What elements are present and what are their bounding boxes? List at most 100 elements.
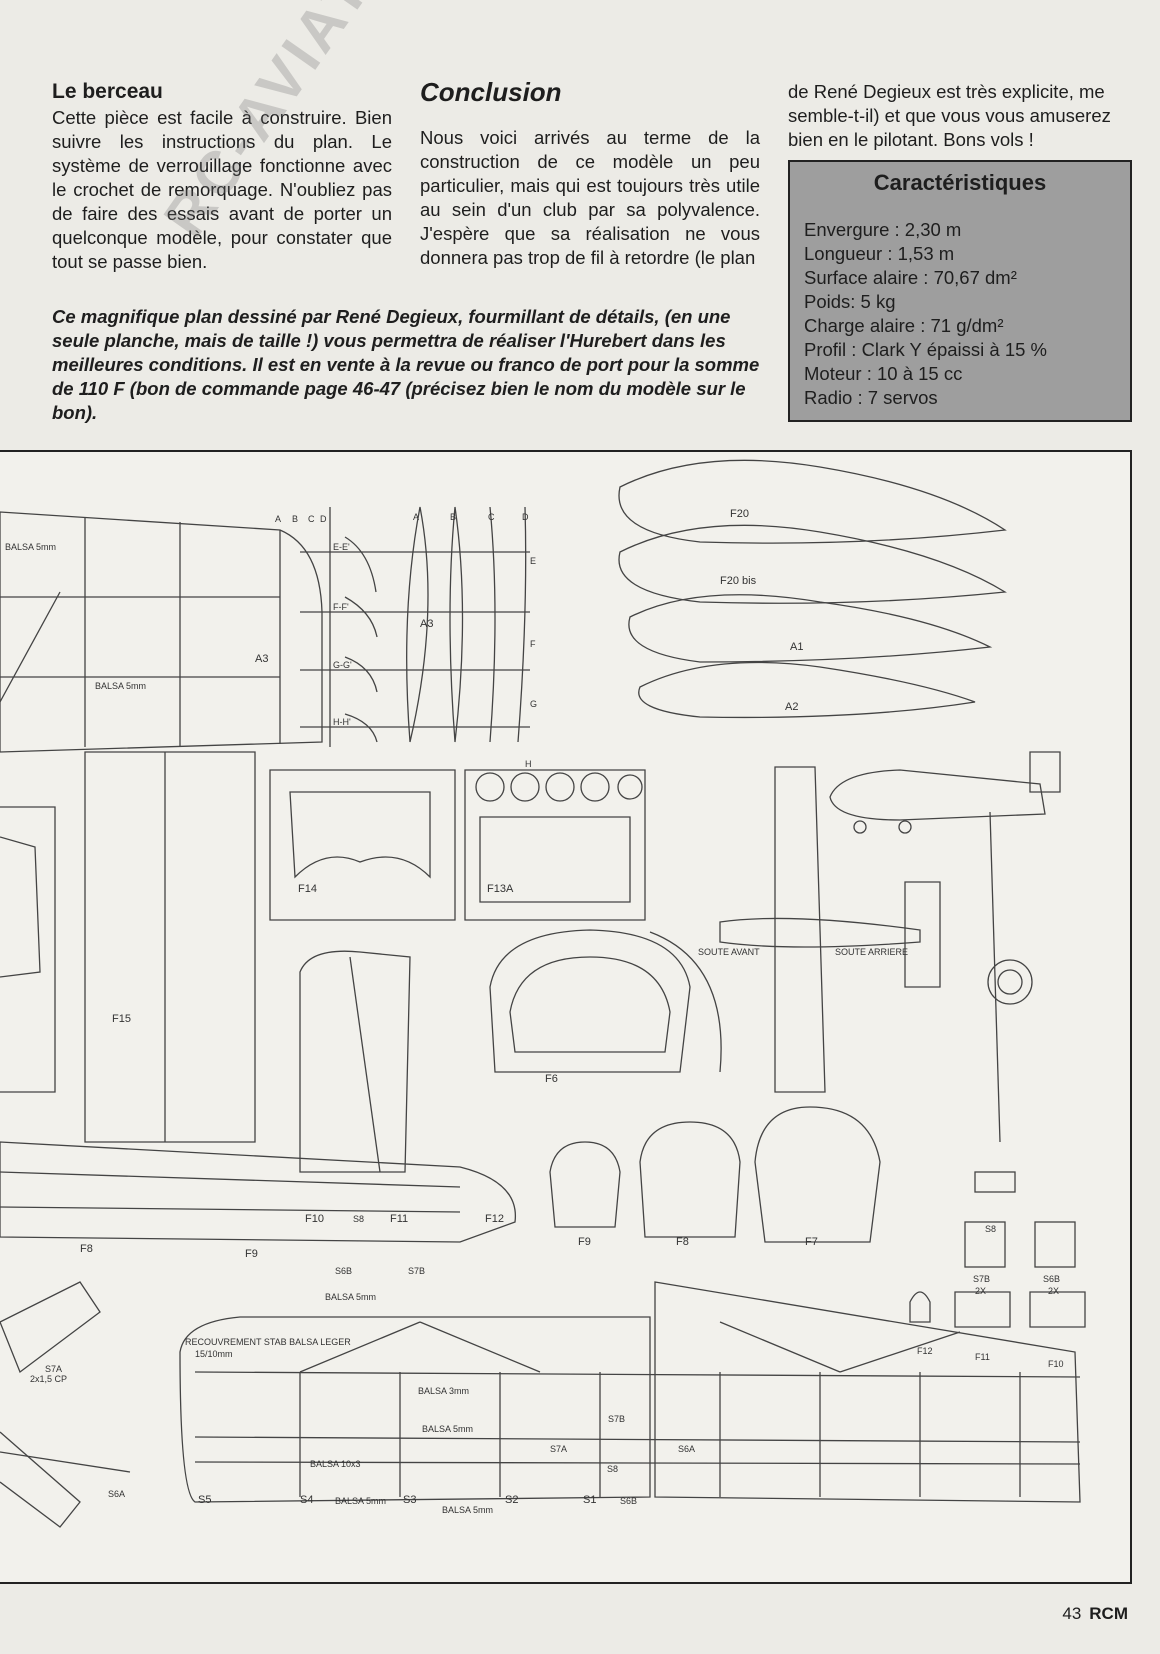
label-2x-a: 2X xyxy=(975,1286,986,1296)
label-soute-avant: SOUTE AVANT xyxy=(698,947,760,957)
label-gg: G-G' xyxy=(333,660,352,670)
label-balsa10x3: BALSA 10x3 xyxy=(310,1459,361,1469)
label-balsa5-a: BALSA 5mm xyxy=(5,542,56,552)
label-c-tip: C xyxy=(488,512,495,522)
label-balsa5-b: BALSA 5mm xyxy=(95,681,146,691)
spec-surface: Surface alaire : 70,67 dm² xyxy=(804,267,1017,288)
label-s1: S1 xyxy=(583,1494,596,1506)
former-f14 xyxy=(269,769,456,921)
heading-conclusion: Conclusion xyxy=(420,77,562,107)
label-balsa3: BALSA 3mm xyxy=(418,1386,469,1396)
paragraph-le-berceau: Cette pièce est facile à construire. Bie… xyxy=(52,107,392,272)
magazine-name: RCM xyxy=(1089,1604,1128,1623)
label-epaisseur: 15/10mm xyxy=(195,1349,233,1359)
wing-panel-top-left xyxy=(0,511,323,753)
profile-a2 xyxy=(638,661,976,719)
label-f9: F9 xyxy=(578,1236,591,1248)
page-footer: 43 RCM xyxy=(1062,1604,1128,1624)
rib-section-g xyxy=(344,656,378,693)
plan-labels: F20 F20 bis A1 A2 A3 A3 A B C D A B C D … xyxy=(5,508,1064,1515)
plan-svg: F20 F20 bis A1 A2 A3 A3 A B C D A B C D … xyxy=(0,459,1086,1528)
fin-outline xyxy=(299,950,411,1173)
characteristics-title: Caractéristiques xyxy=(873,170,1047,195)
label-a3-tip: A3 xyxy=(420,618,433,630)
former-f13a xyxy=(464,769,646,921)
label-s8-stab: S8 xyxy=(607,1464,618,1474)
label-a3: A3 xyxy=(255,653,268,665)
label-recouvrement: RECOUVREMENT STAB BALSA LEGER xyxy=(185,1337,351,1347)
former-f9 xyxy=(549,1141,621,1228)
label-s7a-stab: S7A xyxy=(550,1444,567,1454)
label-balsa5-c: BALSA 5mm xyxy=(325,1292,376,1302)
stab-side xyxy=(0,1141,516,1243)
label-d-tip: D xyxy=(522,512,529,522)
label-s6b-part: S6B xyxy=(1043,1274,1060,1284)
label-f14: F14 xyxy=(298,883,317,895)
label-f20bis: F20 bis xyxy=(720,575,757,587)
label-f13a: F13A xyxy=(487,883,514,895)
label-s4: S4 xyxy=(300,1494,313,1506)
label-a1: A1 xyxy=(790,641,803,653)
stab-left-plan xyxy=(179,1316,651,1503)
tip-rib-a xyxy=(406,506,429,743)
front-view-fuselage xyxy=(987,959,1033,1005)
label-s8-part: S8 xyxy=(985,1224,996,1234)
former-f6 xyxy=(489,929,691,1073)
label-s6a-stab: S6A xyxy=(678,1444,695,1454)
plan-drawing: F20 F20 bis A1 A2 A3 A3 A B C D A B C D … xyxy=(0,450,1132,1584)
label-h: H xyxy=(525,759,532,769)
label-s7a-left: S7A xyxy=(45,1364,62,1374)
label-c: C xyxy=(308,514,315,524)
label-s5: S5 xyxy=(198,1494,211,1506)
label-hh: H-H' xyxy=(333,717,351,727)
label-a2: A2 xyxy=(785,701,798,713)
spec-envergure: Envergure : 2,30 m xyxy=(804,219,962,240)
label-balsa5-e: BALSA 5mm xyxy=(335,1496,386,1506)
column-continuation: de René Degieux est très explicite, me s… xyxy=(788,80,1133,152)
label-2x-b: 2X xyxy=(1048,1286,1059,1296)
label-f8-side: F8 xyxy=(80,1243,93,1255)
spec-profil: Profil : Clark Y épaissi à 15 % xyxy=(804,339,1048,360)
front-view-wing xyxy=(989,811,1001,1143)
tip-rib-c xyxy=(489,506,496,743)
spec-moteur: Moteur : 10 à 15 cc xyxy=(804,363,963,384)
spec-radio: Radio : 7 servos xyxy=(804,387,938,408)
label-a: A xyxy=(275,514,281,524)
label-ff: F-F' xyxy=(333,602,349,612)
label-s7b-side: S7B xyxy=(408,1266,425,1276)
column-le-berceau: Le berceau Cette pièce est facile à cons… xyxy=(52,80,392,274)
label-g: G xyxy=(530,699,537,709)
label-f11-part: F11 xyxy=(975,1352,990,1362)
stab-right-plan xyxy=(654,1281,1081,1503)
rib-section-h xyxy=(344,713,378,743)
label-s8-side: S8 xyxy=(353,1214,364,1224)
label-f: F xyxy=(530,639,536,649)
label-s6b-stab: S6B xyxy=(620,1496,637,1506)
label-f15: F15 xyxy=(112,1013,131,1025)
label-balsa5-d: BALSA 5mm xyxy=(422,1424,473,1434)
rib-section-f xyxy=(344,596,378,638)
plane-side-view xyxy=(829,769,1046,821)
label-s7b-stab: S7B xyxy=(608,1414,625,1424)
label-f12-side: F12 xyxy=(485,1213,504,1225)
former-f15 xyxy=(84,751,256,1143)
label-s2: S2 xyxy=(505,1494,518,1506)
profile-a1 xyxy=(628,594,993,663)
label-s7b-part: S7B xyxy=(973,1274,990,1284)
label-a-tip: A xyxy=(413,512,419,522)
label-f6: F6 xyxy=(545,1073,558,1085)
label-f10-part: F10 xyxy=(1048,1359,1064,1369)
label-balsa5-f: BALSA 5mm xyxy=(442,1505,493,1515)
label-f7: F7 xyxy=(805,1236,818,1248)
spec-longueur: Longueur : 1,53 m xyxy=(804,243,955,264)
page-number: 43 xyxy=(1062,1604,1082,1623)
label-d: D xyxy=(320,514,327,524)
paragraph-continuation: de René Degieux est très explicite, me s… xyxy=(788,81,1111,150)
label-s6b-side: S6B xyxy=(335,1266,352,1276)
characteristics-box: Caractéristiques Envergure : 2,30 m Long… xyxy=(788,160,1132,422)
label-s7a-cp: 2x1,5 CP xyxy=(30,1374,67,1384)
former-f8 xyxy=(639,1121,741,1238)
label-s3: S3 xyxy=(403,1494,416,1506)
label-f10-side: F10 xyxy=(305,1213,324,1225)
label-s6a-left: S6A xyxy=(108,1489,125,1499)
